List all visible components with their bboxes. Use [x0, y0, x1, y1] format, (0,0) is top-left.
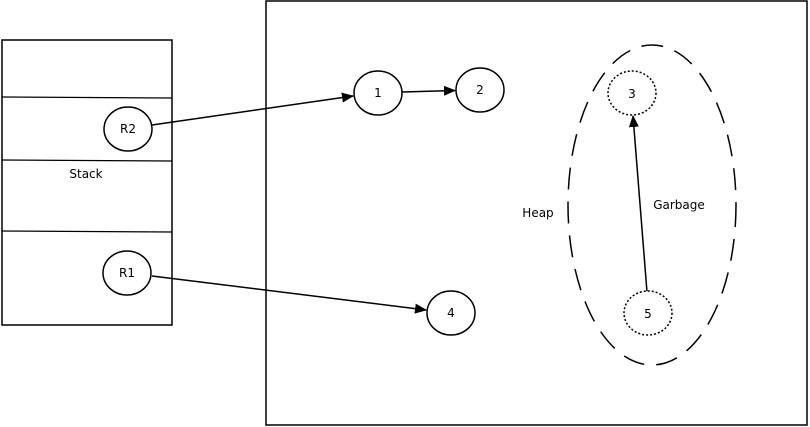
stack-divider — [1, 96, 173, 99]
garbage-region — [567, 44, 737, 366]
node-4-label: 4 — [447, 306, 455, 320]
edge-1-to-2 — [401, 85, 456, 96]
node-4 — [426, 290, 476, 336]
node-2-label: 2 — [476, 83, 484, 97]
node-r1-label: R1 — [119, 266, 135, 280]
garbage-label: Garbage — [653, 198, 705, 212]
node-1 — [353, 70, 403, 116]
node-5-label: 5 — [644, 307, 652, 321]
edge-r2-to-1 — [151, 92, 354, 126]
node-r2 — [103, 106, 153, 152]
node-r1 — [102, 250, 152, 296]
node-3-label: 3 — [628, 87, 636, 101]
node-r2-label: R2 — [120, 122, 136, 136]
stack-box — [1, 39, 173, 326]
stack-divider — [1, 230, 173, 233]
heap-box — [265, 0, 808, 426]
edge-5-to-3 — [628, 115, 648, 293]
node-1-label: 1 — [374, 86, 382, 100]
heap-label: Heap — [522, 206, 553, 220]
node-5 — [623, 290, 673, 336]
stack-divider — [1, 159, 173, 162]
edge-r1-to-4 — [151, 275, 427, 314]
node-2 — [455, 67, 505, 113]
stack-label: Stack — [69, 167, 102, 181]
node-3 — [607, 70, 657, 116]
